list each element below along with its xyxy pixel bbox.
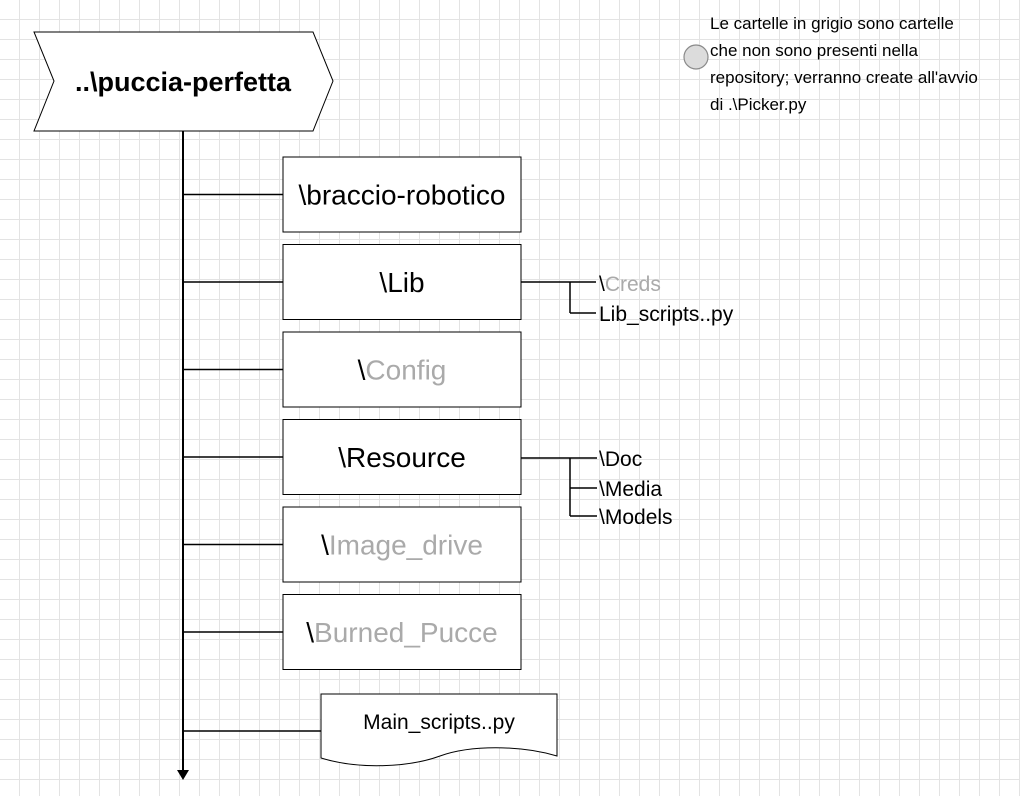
child-name: Doc <box>605 448 642 471</box>
folder-list: \braccio-robotico\Lib\Config\Resource\Im… <box>183 156 522 670</box>
folder-prefix: \ <box>306 617 314 648</box>
child-name: Media <box>605 478 663 501</box>
child-name: Creds <box>605 273 661 296</box>
folder-label: \braccio-robotico <box>299 180 506 211</box>
child-label: Lib_scripts..py <box>599 303 734 326</box>
folder-prefix: \ <box>321 530 329 561</box>
resource-children-list: \Doc\Media\Models <box>599 448 673 529</box>
folder-box <box>282 594 522 670</box>
folder-prefix: \ <box>338 442 346 473</box>
folder-label: \Burned_Pucce <box>306 617 497 648</box>
child-prefix: \ <box>599 448 605 471</box>
folder-box <box>282 419 522 495</box>
lib-children-connectors <box>521 281 596 314</box>
child-name: Models <box>605 506 673 529</box>
folder-name: Config <box>365 355 446 386</box>
trunk-arrow-head <box>177 770 189 780</box>
child-label: \Media <box>599 478 662 501</box>
folder-prefix: \ <box>299 180 307 211</box>
folder-name: Image_drive <box>329 530 483 561</box>
child-label: \Creds <box>599 273 661 296</box>
child-name: Lib_scripts..py <box>599 303 734 326</box>
folder-box <box>282 506 522 583</box>
note-line: di .\Picker.py <box>710 95 807 114</box>
note-line: repository; verranno create all'avvio <box>710 68 978 87</box>
child-label: \Models <box>599 506 673 529</box>
main-file-shape <box>320 693 558 767</box>
folder-name: braccio-robotico <box>306 180 505 211</box>
main-file-label: Main_scripts..py <box>363 711 515 734</box>
note-bullet-icon <box>683 44 709 70</box>
root-label: ..\puccia-perfetta <box>75 67 292 97</box>
note-text: Le cartelle in grigio sono cartelle che n… <box>710 14 978 114</box>
folder-box <box>282 156 522 233</box>
folder-name: Lib <box>387 267 424 298</box>
folder-label: \Resource <box>338 442 466 473</box>
folder-prefix: \ <box>379 267 387 298</box>
folder-prefix: \ <box>358 355 366 386</box>
folder-label: \Image_drive <box>321 530 483 561</box>
folder-label: \Config <box>358 355 447 386</box>
folder-label: \Lib <box>379 267 424 298</box>
folder-name: Resource <box>346 442 466 473</box>
child-label: \Doc <box>599 448 642 471</box>
folder-name: Burned_Pucce <box>314 617 498 648</box>
child-prefix: \ <box>599 506 605 529</box>
child-prefix: \ <box>599 478 605 501</box>
child-prefix: \ <box>599 273 605 296</box>
resource-children-connectors <box>521 457 597 517</box>
note-line: che non sono presenti nella <box>710 41 918 60</box>
folder-box <box>282 331 522 408</box>
root-shape <box>33 31 334 132</box>
note-line: Le cartelle in grigio sono cartelle <box>710 14 954 33</box>
